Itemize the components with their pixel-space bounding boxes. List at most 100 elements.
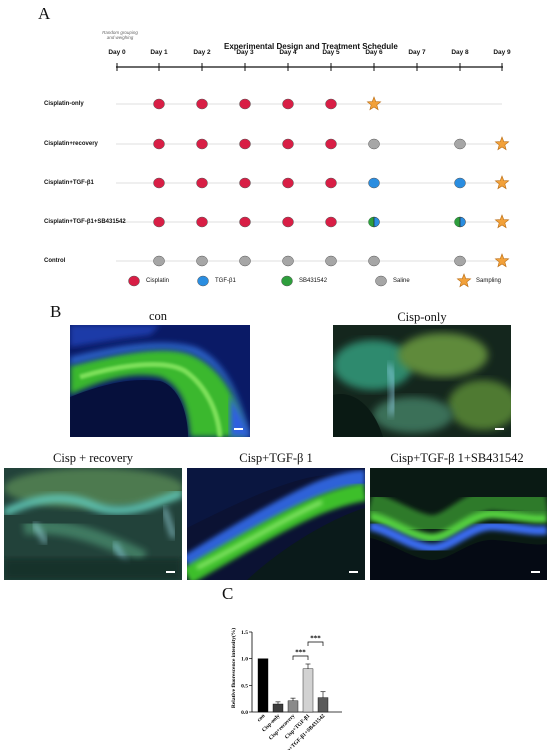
panel-a-letter: A [38,4,51,23]
cisplatin-marker [196,216,208,228]
micrograph-cisp-only-image [333,325,511,437]
tgf-marker [197,275,209,287]
cisplatin-marker [325,138,337,150]
day0-note: Random grouping and weighing [102,30,138,41]
day-label: Day 9 [493,49,511,56]
tgf-sb-marker [368,216,380,228]
panel-b-letter: B [50,302,62,321]
cisplatin-marker [325,177,337,189]
x-tick-label: con [256,713,266,723]
sampling-marker [366,96,382,111]
y-tick-label: 1.5 [241,630,248,636]
saline-marker [239,255,251,267]
saline-marker [368,255,380,267]
micrograph-title-cisp-recovery: Cisp + recovery [53,451,133,465]
bar [272,703,284,713]
micrograph-cisp-tgf-image [187,468,365,580]
cisplatin-marker [239,216,251,228]
micrograph-title-cisp-tgf: Cisp+TGF-β 1 [239,451,313,465]
panel-c-letter: C [222,584,234,603]
cisplatin-marker [325,216,337,228]
day-label: Day 1 [150,49,168,56]
micrograph-con [70,325,250,437]
bar [302,668,314,713]
bar [287,700,299,713]
legend-label-tgf: TGF-β1 [215,278,236,284]
cisplatin-marker [196,177,208,189]
micrograph-cisp-recovery-image [4,468,182,580]
significance-label: *** [295,649,306,657]
group-label: Cisplatin-only [44,101,84,107]
scale-bar [495,428,504,430]
group-label: Control [44,258,66,264]
cisplatin-marker [325,98,337,110]
sampling-marker [494,175,510,190]
saline-marker [153,255,165,267]
cisplatin-marker [282,138,294,150]
group-label: Cisplatin+recovery [44,141,98,147]
y-tick-label: 0.0 [241,710,248,716]
cisplatin-marker [239,177,251,189]
cisplatin-marker [239,138,251,150]
legend-label-cisplatin: Cisplatin [146,278,170,284]
y-axis-label: Relative fluorescence intensity(%) [230,628,237,708]
micrograph-cisp-tgf-sb-image [370,468,547,580]
legend-label-saline: Saline [393,278,410,284]
bar [257,658,269,713]
sampling-marker [494,253,510,268]
micrograph-cisp-only [333,325,511,437]
cisplatin-marker [282,98,294,110]
scale-bar [349,571,358,573]
cisplatin-marker [153,177,165,189]
day-label: Day 8 [451,49,469,56]
day-label: Day 0 [108,49,126,56]
micrograph-cisp-recovery [4,468,182,580]
bar [317,697,329,713]
sb-marker [281,275,293,287]
group-label: Cisplatin+TGF-β1 [44,180,94,186]
scale-bar [166,571,175,573]
day-label: Day 7 [408,49,426,56]
sampling-marker [494,214,510,229]
schedule-timeline [116,63,510,288]
cisplatin-marker [239,98,251,110]
saline-marker [325,255,337,267]
cisplatin-marker [153,98,165,110]
saline-marker [454,138,466,150]
micrograph-cisp-tgf [187,468,365,580]
saline-marker [454,255,466,267]
scale-bar [531,571,540,573]
tgf-marker [368,177,380,189]
fluorescence-bar-chart: 0.0 0.5 1.0 1.5 Relative fluorescence intens… [230,628,342,750]
cisplatin-marker [282,216,294,228]
significance-bracket [292,655,309,660]
day-label: Day 4 [279,49,297,56]
cisplatin-marker [196,138,208,150]
day-label: Day 2 [193,49,211,56]
micrograph-title-con: con [148,309,168,323]
saline-marker [375,275,387,287]
sampling-marker [456,273,472,288]
group-label: Cisplatin+TGF-β1+SB431542 [44,219,126,225]
tgf-sb-marker [454,216,466,228]
cisplatin-marker [128,275,140,287]
saline-marker [368,138,380,150]
y-tick-label: 0.5 [241,683,248,689]
micrograph-cisp-tgf-sb [370,468,547,580]
micrograph-con-image [70,325,250,437]
day-label: Day 5 [322,49,340,56]
micrograph-title-cisp-tgf-sb: Cisp+TGF-β 1+SB431542 [390,451,524,465]
significance-bracket [307,641,324,646]
saline-marker [282,255,294,267]
saline-marker [196,255,208,267]
legend-label-sampling: Sampling [476,278,502,284]
cisplatin-marker [282,177,294,189]
day-label: Day 3 [236,49,254,56]
micrograph-title-cisp-only: Cisp-only [397,310,447,324]
tgf-marker [454,177,466,189]
sampling-marker [494,136,510,151]
cisplatin-marker [196,98,208,110]
legend-label-sb: SB431542 [299,278,328,284]
y-tick-label: 1.0 [241,657,248,663]
significance-label: *** [310,635,321,643]
